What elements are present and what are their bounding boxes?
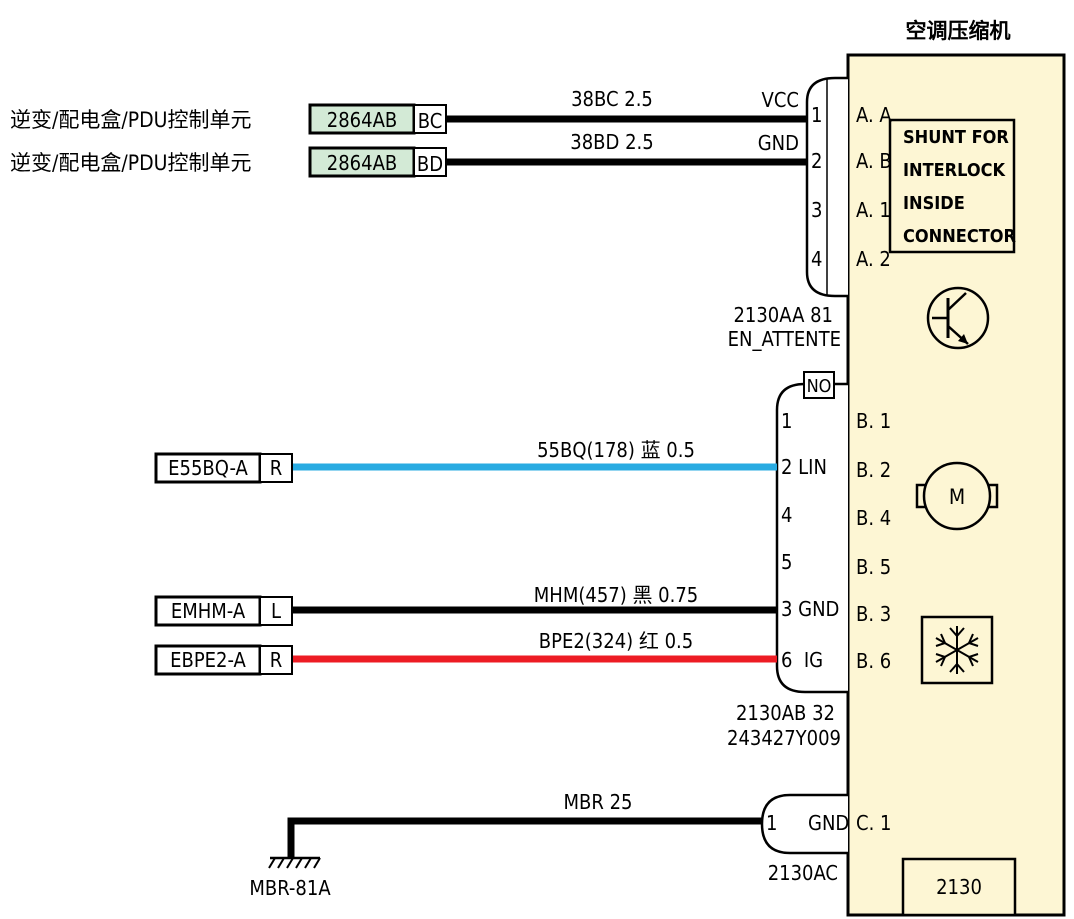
signal-vcc: VCC bbox=[762, 88, 799, 112]
connector-b-housing bbox=[775, 382, 848, 694]
source-pin-box-5 bbox=[259, 645, 293, 675]
source-code-5: EBPE2-A bbox=[170, 648, 246, 672]
wire-label-bpe2: BPE2(324) 红 0.5 bbox=[539, 629, 693, 653]
source-unit-2: 逆变/配电盒/PDU控制单元 bbox=[10, 151, 252, 175]
source-pin-2: BD bbox=[417, 152, 443, 176]
connector-c-signal: GND bbox=[808, 811, 849, 835]
wire-label-mbr: MBR 25 bbox=[564, 790, 633, 814]
source-code-box-2 bbox=[308, 146, 416, 178]
source-pin-5: R bbox=[270, 648, 283, 672]
connector-b-part: 2130AB 32 bbox=[736, 701, 835, 725]
connector-b-tag: NO bbox=[807, 376, 832, 397]
connector-b-tag-box bbox=[803, 371, 835, 399]
connector-a-state: EN_ATTENTE bbox=[728, 327, 841, 351]
connector-a-pin-2: 2 bbox=[811, 149, 822, 173]
connector-b-pin-1: 1 bbox=[781, 409, 792, 433]
connector-b-pin-4: 4 bbox=[781, 503, 792, 527]
source-code-box-3 bbox=[154, 452, 262, 484]
cavity-a-2: A. 2 bbox=[856, 247, 891, 271]
connector-a-part: 2130AA 81 bbox=[733, 303, 833, 327]
shunt-line-3: INSIDE bbox=[903, 193, 965, 214]
cavity-a-b: A. B bbox=[856, 149, 892, 173]
source-pin-box-3 bbox=[259, 453, 293, 483]
wire-label-38bc: 38BC 2.5 bbox=[571, 87, 653, 111]
snowflake-icon bbox=[920, 615, 994, 685]
shunt-line-2: INTERLOCK bbox=[903, 160, 1006, 181]
shunt-line-4: CONNECTOR bbox=[903, 226, 1017, 247]
source-code-box-4 bbox=[154, 595, 262, 627]
source-code-2: 2864AB bbox=[327, 151, 397, 175]
source-code-4: EMHM-A bbox=[171, 599, 246, 623]
source-code-3: E55BQ-A bbox=[168, 456, 248, 480]
cavity-b-1: B. 1 bbox=[856, 409, 891, 433]
shunt-box: SHUNT FOR INTERLOCK INSIDE CONNECTOR bbox=[888, 118, 1017, 254]
connector-b-pin-5: 5 bbox=[781, 550, 792, 574]
cavity-b-2: B. 2 bbox=[856, 458, 891, 482]
connector-b-pin-6-ig: 6 IG bbox=[781, 648, 823, 672]
component-title: 空调压缩机 bbox=[906, 19, 1011, 43]
cavity-a-a: A. A bbox=[856, 103, 892, 127]
shunt-line-1: SHUNT FOR bbox=[903, 127, 1009, 148]
transistor-icon bbox=[926, 286, 990, 350]
source-pin-box-2 bbox=[413, 147, 447, 177]
source-code-box-1 bbox=[308, 103, 416, 135]
source-pin-3: R bbox=[270, 456, 283, 480]
ground-label: MBR-81A bbox=[249, 876, 331, 900]
connector-b-pin-2-lin: 2 LIN bbox=[781, 455, 827, 479]
component-id-box bbox=[901, 857, 1017, 917]
connector-a-pin-1: 1 bbox=[811, 103, 822, 127]
cavity-b-4: B. 4 bbox=[856, 506, 891, 530]
source-pin-box-4 bbox=[259, 596, 293, 626]
connector-a-pin-4: 4 bbox=[811, 247, 822, 271]
source-pin-1: BC bbox=[418, 109, 443, 133]
wire-mbr bbox=[287, 817, 762, 857]
cavity-b-5: B. 5 bbox=[856, 555, 891, 579]
source-pin-box-1 bbox=[413, 104, 447, 134]
connector-b-pin-3-gnd: 3 GND bbox=[781, 597, 839, 621]
motor-label: M bbox=[949, 485, 965, 509]
wire-label-38bd: 38BD 2.5 bbox=[570, 130, 653, 154]
ground-icon bbox=[268, 856, 321, 869]
source-pin-4: L bbox=[271, 599, 281, 623]
connector-c-part: 2130AC bbox=[768, 861, 838, 885]
cavity-c-1: C. 1 bbox=[856, 811, 891, 835]
motor-icon: M bbox=[915, 461, 999, 531]
source-unit-1: 逆变/配电盒/PDU控制单元 bbox=[10, 108, 252, 132]
cavity-b-3: B. 3 bbox=[856, 602, 891, 626]
connector-a-pin-3: 3 bbox=[811, 198, 822, 222]
wire-label-mhm: MHM(457) 黑 0.75 bbox=[534, 583, 698, 607]
cavity-b-6: B. 6 bbox=[856, 649, 891, 673]
signal-gnd-a: GND bbox=[758, 131, 799, 155]
source-code-1: 2864AB bbox=[327, 108, 397, 132]
wire-label-55bq: 55BQ(178) 蓝 0.5 bbox=[537, 438, 695, 462]
connector-b-ref: 243427Y009 bbox=[727, 726, 841, 750]
component-id-label: 2130 bbox=[936, 875, 982, 899]
connector-c-pin-1: 1 bbox=[766, 811, 777, 835]
cavity-a-1: A. 1 bbox=[856, 198, 891, 222]
